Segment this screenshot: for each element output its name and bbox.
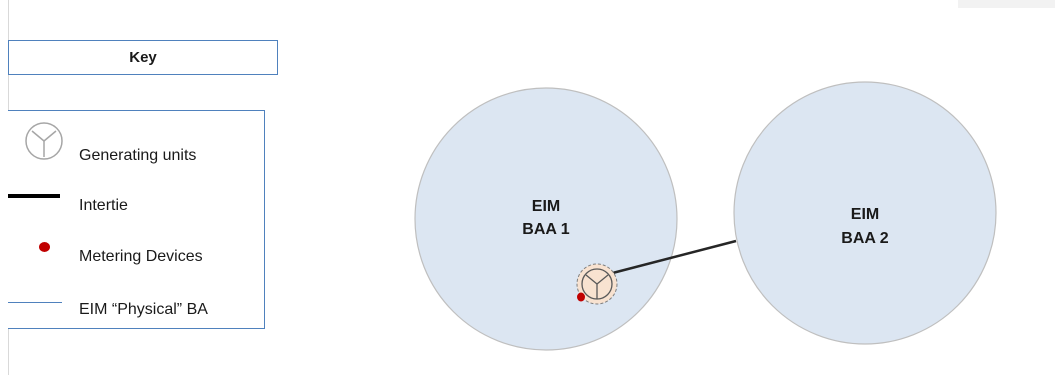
baa-1-area: [414, 87, 678, 351]
key-label-generating-units: Generating units: [79, 147, 197, 164]
metering-device-dot-icon: [39, 242, 50, 252]
key-label-intertie: Intertie: [79, 197, 128, 214]
corner-tab: [958, 0, 1055, 8]
key-label-physical-ba: EIM “Physical” BA: [79, 301, 208, 318]
physical-ba-line-swatch: [8, 302, 62, 303]
baa-2-area: [733, 81, 997, 345]
metering-device-dot: [577, 292, 585, 302]
generating-unit-icon: [25, 122, 63, 160]
baa-2-label-line1: EIM: [851, 206, 879, 223]
intertie-line-swatch: [8, 194, 60, 198]
baa-1-label-line1: EIM: [532, 198, 560, 215]
baa-2-label-line2: BAA 2: [841, 230, 889, 247]
generating-unit-icon: [576, 263, 618, 305]
intertie-line: [600, 239, 737, 278]
key-title: Key: [129, 49, 157, 66]
key-label-metering-devices: Metering Devices: [79, 248, 203, 265]
baa-1-label-line2: BAA 1: [522, 221, 570, 238]
key-header: Key: [8, 40, 278, 75]
